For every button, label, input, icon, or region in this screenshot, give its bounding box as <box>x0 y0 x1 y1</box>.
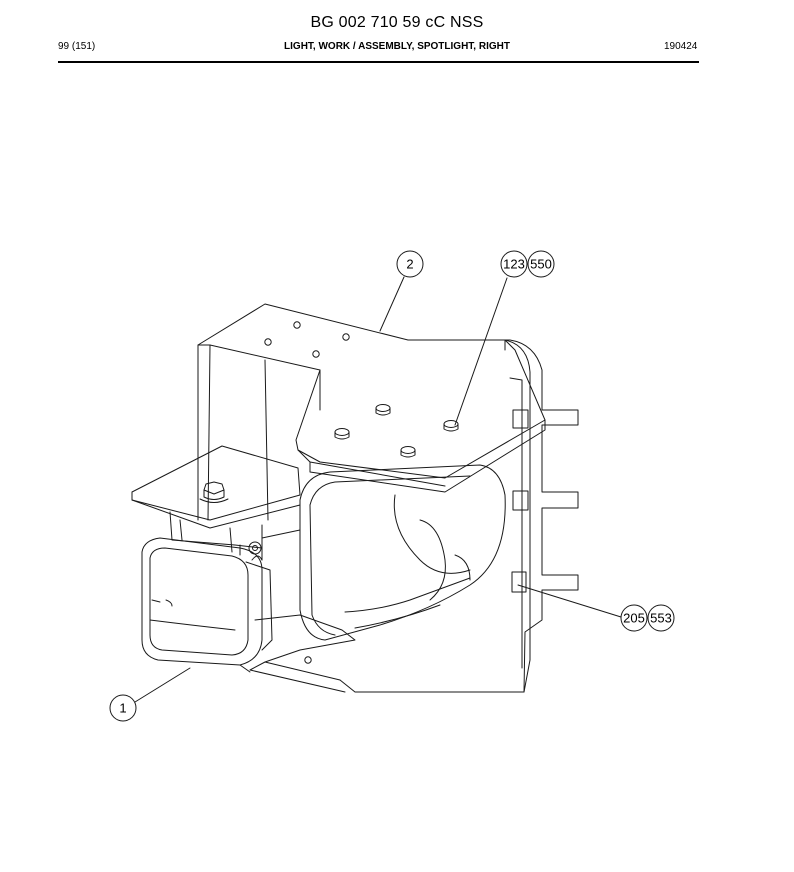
callout-label: 2 <box>406 257 413 272</box>
callout-label: 550 <box>530 257 552 272</box>
header-rule <box>58 61 699 63</box>
callout-label: 553 <box>650 611 672 626</box>
bolt-head <box>375 404 391 416</box>
leader-1 <box>134 667 191 703</box>
callout-2: 2 <box>396 250 424 278</box>
callout-205-553: 205 553 <box>620 604 675 632</box>
leader-2 <box>379 276 405 332</box>
lower-plate <box>249 614 356 693</box>
bracket-bolts <box>334 404 459 458</box>
document-code: 190424 <box>664 41 698 52</box>
page-number: 99 (151) <box>58 41 96 52</box>
upper-bracket-plate <box>197 303 546 521</box>
lamp-mounting-bracket <box>131 445 301 561</box>
leader-205-553 <box>517 584 622 618</box>
bolt-head <box>400 446 416 458</box>
bolt-head <box>334 428 350 440</box>
callout-1: 1 <box>109 694 137 722</box>
vertical-mounting-plate <box>339 339 579 693</box>
callout-label: 1 <box>119 701 126 716</box>
work-light <box>141 537 273 673</box>
callout-123-550: 123 550 <box>500 250 555 278</box>
callout-label: 205 <box>623 611 645 626</box>
spotlight-housing <box>299 464 506 641</box>
leader-lines <box>134 276 622 703</box>
callout-label: 123 <box>503 257 525 272</box>
bracket-bolt <box>199 481 229 503</box>
leader-123-550 <box>454 277 508 426</box>
bolt-head <box>443 420 459 432</box>
section-heading: LIGHT, WORK / ASSEMBLY, SPOTLIGHT, RIGHT <box>284 41 510 52</box>
document-title: BG 002 710 59 cC NSS <box>310 14 484 31</box>
